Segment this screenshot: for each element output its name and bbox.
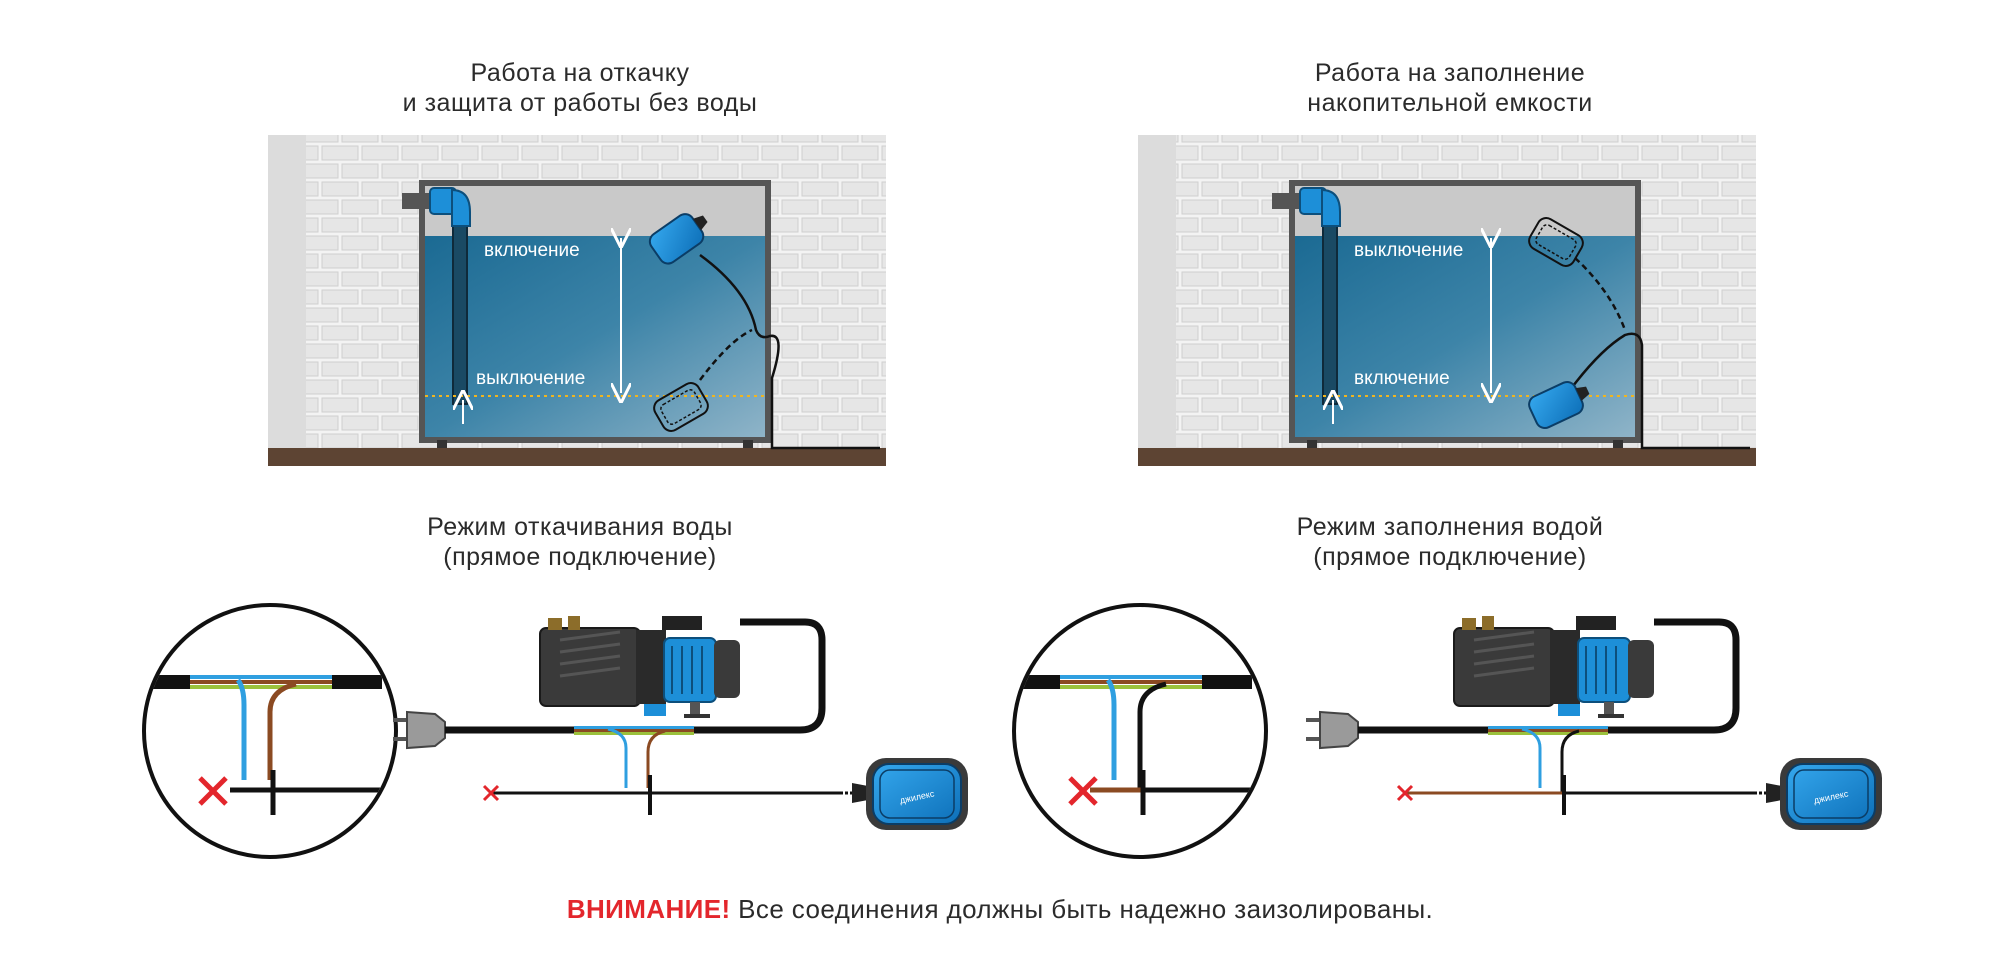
cut-mark-icon: [482, 784, 500, 802]
plug-icon: [393, 710, 446, 750]
float-cable-dashed: [699, 328, 753, 381]
panel-title-filling-line2: накопительной емкости: [1307, 89, 1593, 117]
wiring-title-pumping: Режим откачивания воды (прямое подключен…: [345, 512, 815, 572]
float-cable-dashed: [1574, 257, 1627, 331]
panel-title-pumping-line2: и защита от работы без воды: [402, 89, 758, 117]
panel-title-filling-line1: Работа на заполнение: [1314, 59, 1586, 87]
float-switch-icon: джилекс: [1724, 758, 1882, 830]
suction-pipe: [452, 211, 468, 405]
float-switch-up: [1528, 217, 1584, 267]
suction-pipe: [1322, 211, 1338, 405]
float-cable: [699, 253, 880, 450]
label-off: выключение: [476, 368, 585, 389]
wiring-title-filling-line2: (прямое подключение): [1313, 543, 1587, 571]
panel-title-pumping: Работа на откачку и защита от работы без…: [345, 58, 815, 118]
wiring-title-filling-line1: Режим заполнения водой: [1296, 513, 1604, 541]
ground: [1138, 448, 1756, 466]
panel-title-pumping-line1: Работа на откачку: [470, 59, 690, 87]
ground: [268, 448, 886, 466]
wall-edge: [1138, 135, 1176, 448]
cut-mark-icon: [1396, 784, 1414, 802]
plug-icon: [1306, 710, 1359, 750]
cut-mark-icon: [1068, 776, 1098, 806]
warning-text: Все соединения должны быть надежно заизо…: [730, 894, 1434, 924]
cut-mark-icon: [198, 776, 228, 806]
panel-title-filling: Работа на заполнение накопительной емкос…: [1215, 58, 1685, 118]
wiring-title-filling: Режим заполнения водой (прямое подключен…: [1215, 512, 1685, 572]
wiring-title-pumping-line1: Режим откачивания воды: [427, 513, 733, 541]
wiring-diagram-filling: джилекс: [1012, 603, 1882, 859]
pump-icon: [539, 616, 740, 718]
float-switch-up: [648, 213, 708, 265]
pump-icon: [1453, 616, 1654, 718]
warning-message: ВНИМАНИЕ! Все соединения должны быть над…: [0, 894, 2000, 925]
label-off: выключение: [1354, 240, 1463, 261]
tank-scene-pumping: включение выключение: [268, 135, 886, 466]
label-on: включение: [484, 240, 580, 261]
warning-label: ВНИМАНИЕ!: [566, 894, 731, 924]
outlet-pipe: [1272, 193, 1304, 209]
tank-scene-filling: выключение включение: [1138, 135, 1756, 466]
float-switch-down: [1528, 380, 1590, 430]
pump-cable: [694, 618, 826, 734]
float-cable: [1569, 332, 1750, 450]
wiring-diagram-pumping: джилекс: [142, 603, 968, 859]
wiring-title-pumping-line2: (прямое подключение): [443, 543, 717, 571]
float-switch-down: [653, 382, 709, 432]
pump-cable: [1608, 618, 1740, 734]
wall-edge: [268, 135, 306, 448]
label-on: включение: [1354, 368, 1450, 389]
outlet-pipe: [402, 193, 434, 209]
float-switch-icon: джилекс: [810, 758, 968, 830]
